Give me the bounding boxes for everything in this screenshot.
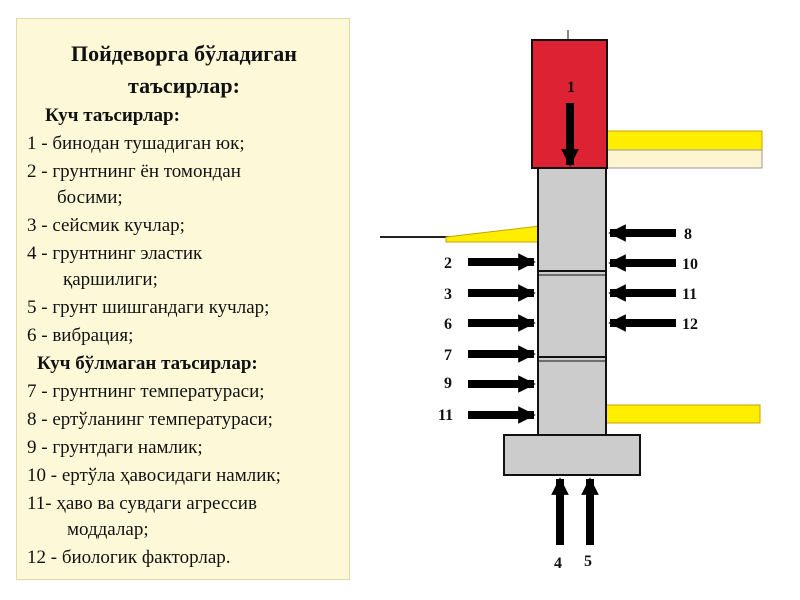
- ground-wedge: [445, 225, 541, 243]
- label-left: 6: [444, 316, 452, 333]
- nonforce-heading: Куч бўлмаган таъсирлар:: [37, 353, 258, 374]
- label-bottom: 4: [554, 555, 562, 572]
- force-item: 6 - вибрация;: [27, 325, 134, 346]
- label-left: 7: [444, 347, 452, 364]
- label-left: 3: [444, 286, 452, 303]
- legend-panel: Пойдеворга бўладиган таъсирлар: Куч таъс…: [16, 18, 350, 580]
- force-item: 4 - грунтнинг эластик: [27, 243, 203, 264]
- label-left: 11: [438, 407, 453, 424]
- label-left: 2: [444, 255, 452, 272]
- label-bottom: 5: [584, 553, 592, 570]
- nonforce-item: моддалар;: [67, 519, 149, 540]
- force-heading: Куч таъсирлар:: [45, 105, 180, 126]
- nonforce-item: 9 - грунтдаги намлик;: [27, 437, 203, 458]
- upper-floor-slab: [591, 130, 763, 152]
- label-top: 1: [567, 79, 575, 96]
- panel-title-line2: таъсирлар:: [128, 73, 240, 98]
- upper-floor-base: [591, 149, 763, 169]
- force-item: 5 - грунт шишгандаги кучлар;: [27, 297, 270, 318]
- force-item: қаршилиги;: [63, 269, 158, 290]
- nonforce-item: 12 - биологик факторлар.: [27, 547, 231, 568]
- force-item: 1 - бинодан тушадиган юк;: [27, 133, 245, 154]
- nonforce-item: 11- ҳаво ва сувдаги агрессив: [27, 493, 257, 514]
- nonforce-item: 7 - грунтнинг температураси;: [27, 381, 265, 402]
- label-right: 10: [682, 256, 698, 273]
- label-right: 12: [682, 316, 698, 333]
- nonforce-item: 10 - ертўла ҳавосидаги намлик;: [27, 465, 281, 486]
- label-left: 9: [444, 375, 452, 392]
- force-item: 2 - грунтнинг ён томондан: [27, 161, 241, 182]
- force-item: 3 - сейсмик кучлар;: [27, 215, 185, 236]
- footing: [503, 434, 641, 476]
- force-item: босими;: [57, 187, 123, 208]
- foundation-wall: [537, 167, 607, 436]
- panel-title-line1: Пойдеворга бўладиган: [71, 41, 297, 66]
- label-right: 11: [682, 286, 697, 303]
- basement-floor-slab: [605, 404, 761, 424]
- nonforce-item: 8 - ертўланинг температураси;: [27, 409, 273, 430]
- label-right: 8: [684, 226, 692, 243]
